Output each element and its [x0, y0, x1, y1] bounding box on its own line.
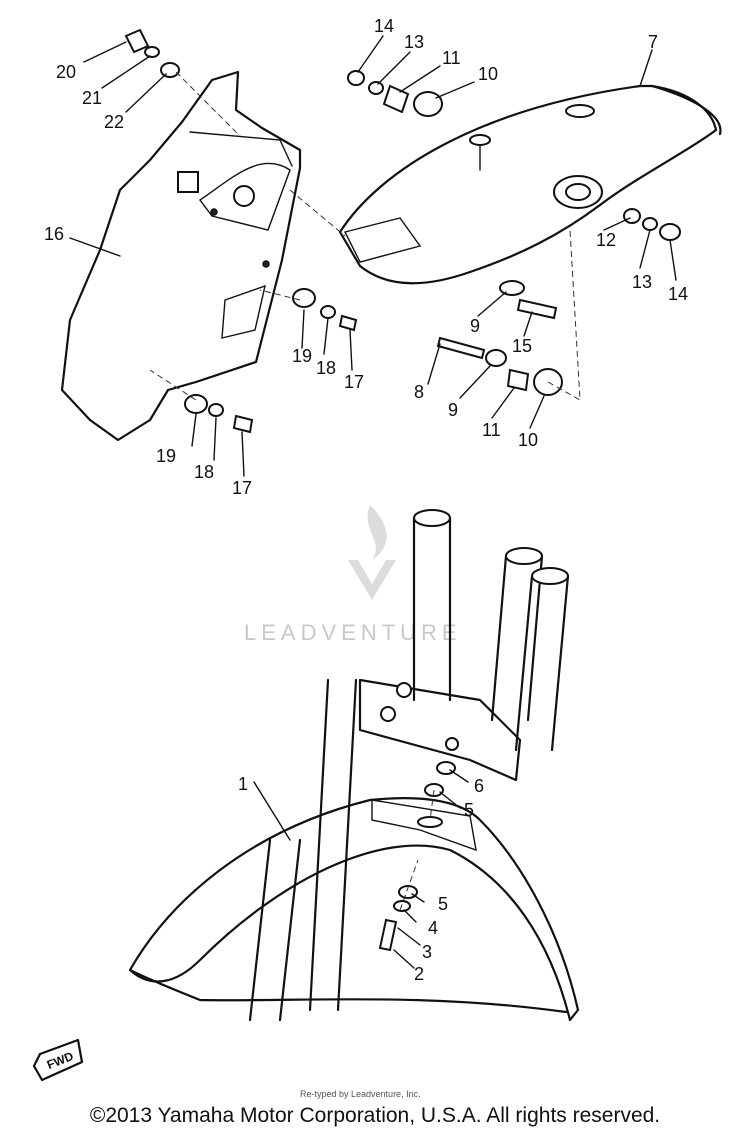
leadventure-watermark: LEADVENTURE Re-typed by Leadventure, Inc… — [244, 505, 462, 1099]
assembly-lines — [149, 71, 581, 911]
callout-10: 10 — [478, 64, 498, 84]
copyright-notice: ©2013 Yamaha Motor Corporation, U.S.A. A… — [89, 1104, 661, 1127]
callout-21: 21 — [82, 88, 102, 108]
callout-17b: 17 — [232, 478, 252, 498]
callout-19: 19 — [292, 346, 312, 366]
mud-flap — [60, 70, 302, 442]
front-forks — [248, 509, 570, 1022]
callout-14: 14 — [374, 16, 394, 36]
callout-20: 20 — [56, 62, 76, 82]
callout-22: 22 — [104, 112, 124, 132]
callout-19b: 19 — [156, 446, 176, 466]
callout-16: 16 — [44, 224, 64, 244]
callout-11b: 11 — [482, 420, 501, 440]
rear-fender — [338, 84, 722, 285]
callout-11: 11 — [442, 48, 461, 68]
callout-2: 2 — [414, 964, 424, 984]
watermark-v-icon — [348, 560, 396, 600]
front-fender — [128, 797, 580, 1022]
callout-9: 9 — [470, 316, 480, 336]
callout-labels: 20 21 22 14 13 11 10 7 16 12 13 14 9 15 … — [44, 16, 688, 984]
watermark-flame-icon — [367, 505, 387, 560]
callout-10b: 10 — [518, 430, 538, 450]
watermark-fine-print: Re-typed by Leadventure, Inc. — [300, 1089, 421, 1099]
callout-5: 5 — [464, 800, 474, 820]
fwd-arrow: FWD — [32, 1038, 84, 1082]
callout-8: 8 — [414, 382, 424, 402]
callout-7: 7 — [648, 32, 658, 52]
callout-6: 6 — [474, 776, 484, 796]
callout-18: 18 — [316, 358, 336, 378]
callout-17: 17 — [344, 372, 364, 392]
callout-18b: 18 — [194, 462, 214, 482]
callout-12: 12 — [596, 230, 616, 250]
callout-13b: 13 — [632, 272, 652, 292]
callout-9b: 9 — [448, 400, 458, 420]
leader-lines — [69, 35, 677, 969]
watermark-brand: LEADVENTURE — [244, 620, 462, 645]
callout-14b: 14 — [668, 284, 688, 304]
callout-4: 4 — [428, 918, 438, 938]
callout-1: 1 — [238, 774, 248, 794]
callout-15: 15 — [512, 336, 532, 356]
diagram-canvas: LEADVENTURE Re-typed by Leadventure, Inc… — [32, 16, 722, 1099]
callout-3: 3 — [422, 942, 432, 962]
callout-13: 13 — [404, 32, 424, 52]
callout-5b: 5 — [438, 894, 448, 914]
